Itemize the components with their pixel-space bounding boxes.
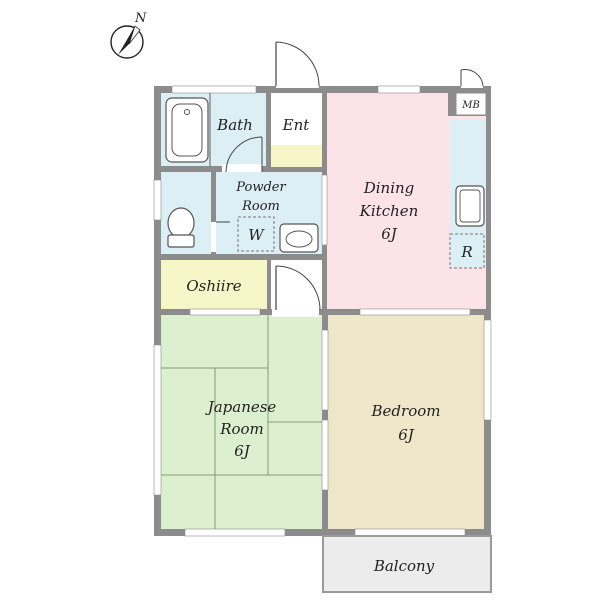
balcony-area — [322, 535, 492, 593]
japanese-room-label-line1: Japanese — [205, 398, 277, 416]
washer-icon: W — [237, 216, 275, 252]
north-arrow-icon: N — [110, 11, 147, 59]
dining-kitchen-label-line2: Kitchen — [359, 202, 419, 220]
sliding-doors — [189, 174, 471, 491]
oshiire-label: Oshiire — [186, 277, 241, 295]
japanese-room-label-line2: Room — [219, 420, 264, 438]
bedroom-area — [328, 315, 484, 529]
north-label: N — [134, 11, 147, 26]
powder-room-label-line1: Powder — [235, 180, 286, 195]
tatami-lines — [161, 315, 322, 529]
windows — [153, 85, 492, 537]
entrance-step — [271, 145, 322, 167]
entrance-label: Ent — [282, 116, 311, 134]
bedroom-label: Bedroom — [371, 402, 441, 420]
toilet-icon — [167, 207, 195, 248]
refrigerator-icon: R — [449, 233, 485, 269]
washer-label: W — [248, 226, 265, 244]
oshiire-area — [161, 260, 267, 309]
hall-area — [271, 260, 322, 309]
bedroom-size: 6J — [398, 426, 415, 444]
japanese-room-size: 6J — [234, 442, 251, 460]
bath-label: Bath — [216, 116, 253, 134]
refrigerator-label: R — [460, 243, 472, 261]
japanese-room-door-icon — [272, 265, 321, 317]
meter-box-icon: MB — [455, 69, 487, 116]
balcony-label: Balcony — [373, 557, 435, 575]
entrance-area — [271, 93, 322, 145]
dining-kitchen-size: 6J — [381, 225, 398, 243]
dining-kitchen-area — [327, 93, 448, 309]
wash-basin-icon — [279, 223, 319, 253]
bathtub-icon — [165, 97, 209, 163]
dining-kitchen-label-line1: Dining — [363, 179, 415, 197]
entrance-door-icon — [275, 41, 320, 88]
toilet-door-icon — [211, 221, 230, 252]
bath-door-icon — [222, 136, 263, 173]
kitchen-sink-icon — [455, 185, 485, 227]
meter-box-label: MB — [461, 100, 480, 111]
powder-room-label-line2: Room — [241, 199, 280, 214]
